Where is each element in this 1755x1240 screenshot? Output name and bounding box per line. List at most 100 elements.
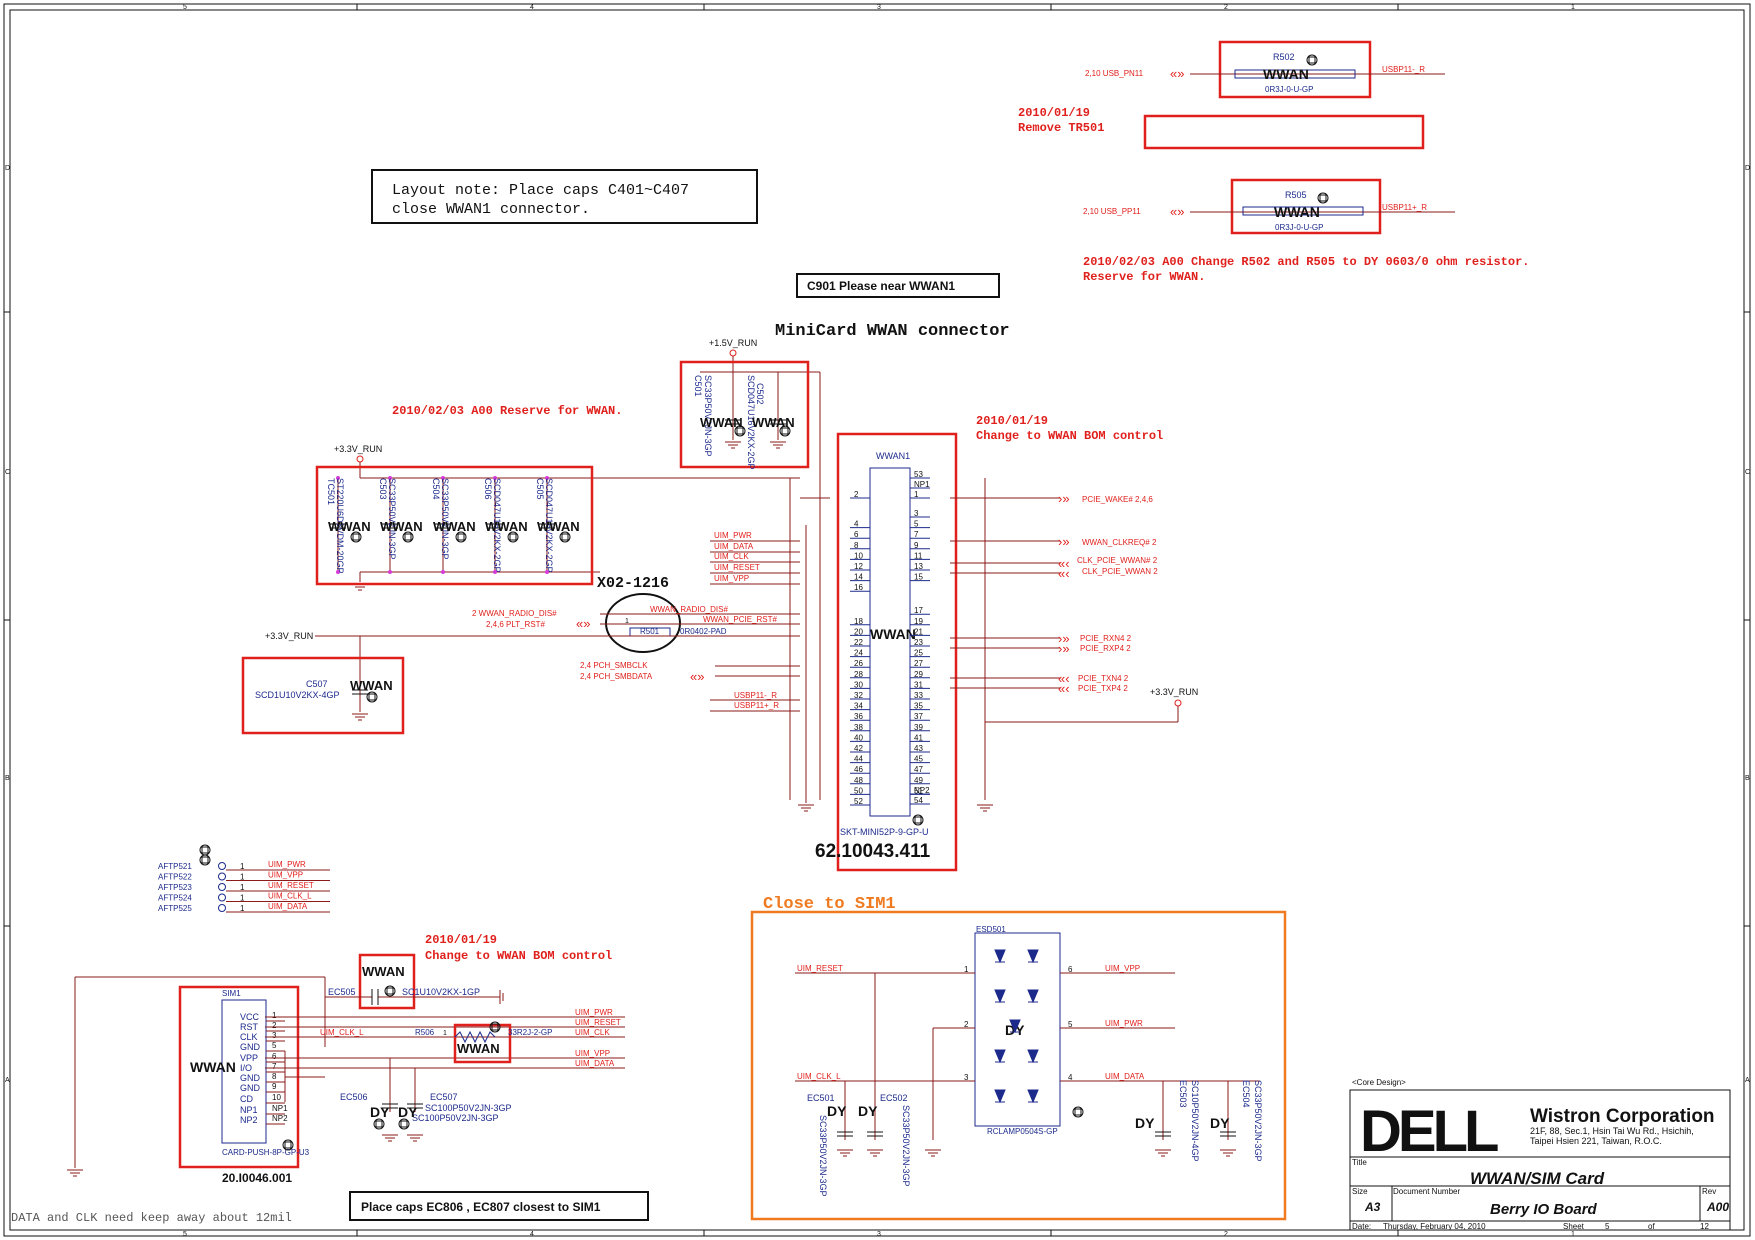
- sheet-title: WWAN/SIM Card: [1470, 1169, 1605, 1188]
- wwan1-left-pin: 46: [854, 765, 863, 774]
- r505-part: 0R3J-0-U-GP: [1275, 223, 1323, 232]
- net-usbp-n: USBP11-_R: [734, 691, 777, 700]
- layout-note: Layout note: Place caps C401~C407 close …: [371, 169, 758, 224]
- junction-dot: [493, 476, 497, 480]
- wwan1-right-pin: 29: [914, 670, 923, 679]
- c507-tag: WWAN: [350, 678, 393, 693]
- sim-pin-label: VCC: [240, 1012, 260, 1022]
- company-addr2: Taipei Hsien 221, Taiwan, R.O.C.: [1530, 1136, 1662, 1146]
- c901-note: C901 Please near WWAN1: [796, 273, 1000, 298]
- net-txp: PCIE_TXP4 2: [1078, 684, 1128, 693]
- change-note-2: Reserve for WWAN.: [1083, 270, 1205, 284]
- row-label: B: [1745, 775, 1750, 782]
- wwan1-left-pin: 18: [854, 617, 863, 626]
- testpoint-net: UIM_VPP: [268, 871, 303, 880]
- net-smbdata: 2,4 PCH_SMBDATA: [580, 672, 653, 681]
- esd-left-net: UIM_CLK_L: [797, 1072, 841, 1081]
- r502-tag: WWAN: [1263, 66, 1309, 82]
- wwan1-left-pin: 22: [854, 638, 863, 647]
- r502-arrows: «»: [1170, 66, 1184, 81]
- wwan1-left-pin: 26: [854, 659, 863, 668]
- company-name: Wistron Corporation: [1530, 1106, 1715, 1127]
- esd-right-net: UIM_PWR: [1105, 1019, 1143, 1028]
- r505-ref: R505: [1285, 190, 1307, 200]
- wwan1-right-pin: 3: [914, 509, 919, 518]
- c501-ref: C501: [693, 375, 703, 397]
- ec503-ref: EC503: [1178, 1080, 1188, 1108]
- svg-text:›»: ›»: [1058, 491, 1070, 506]
- esd-right-pin: 6: [1068, 965, 1073, 974]
- row-label: C: [5, 469, 10, 476]
- wwan1-right-pin: 53: [914, 470, 923, 479]
- sim-net-vpp: UIM_VPP: [575, 1049, 610, 1058]
- wwan1-left-pin: 30: [854, 680, 863, 689]
- testpoint-pad: [218, 904, 226, 912]
- r505-right-net: USBP11+_R: [1382, 203, 1427, 212]
- left-net-block: 2 WWAN_RADIO_DIS# 2,4,6 PLT_RST# «» WWAN…: [265, 478, 830, 812]
- esd-right-pin: 5: [1068, 1020, 1073, 1029]
- col-label: 1: [1571, 1231, 1575, 1238]
- net-uim-pwr: UIM_PWR: [714, 531, 752, 540]
- ec502-dy: DY: [858, 1103, 878, 1119]
- junction-dot: [336, 570, 340, 574]
- col-label: 5: [183, 4, 187, 11]
- sim-pin-num: 5: [272, 1041, 277, 1050]
- row-label: A: [1745, 1077, 1750, 1084]
- col-label: 5: [183, 1231, 187, 1238]
- esd-left-pin: 1: [964, 965, 969, 974]
- testpoint-pad: [218, 893, 226, 902]
- of-value: 12: [1700, 1222, 1709, 1231]
- cap-part: ST220U6D3VDM-20GP: [335, 478, 345, 574]
- esd-right-pin: 4: [1068, 1073, 1073, 1082]
- r501-ref: R501: [640, 627, 660, 636]
- testpoint-pin: 1: [240, 873, 245, 882]
- col-label: 4: [530, 1231, 534, 1238]
- svg-text:›»: ›»: [1058, 641, 1070, 656]
- c501-c502-block: +1.5V_RUN C501 SC33P50V2JN-3GP C502 SCD0…: [679, 338, 821, 800]
- sim-part: CARD-PUSH-8P-GP-U3: [222, 1148, 310, 1157]
- wwan1-right-pin: 17: [914, 606, 923, 615]
- testpoint-ref: AFTP523: [158, 883, 192, 892]
- cap-wwan-tag: WWAN: [485, 519, 528, 534]
- wwan1-right-pin: 9: [914, 541, 919, 550]
- wwan1-left-pin: 50: [854, 786, 863, 795]
- testpoint-net: UIM_RESET: [268, 881, 314, 890]
- wwan1-right-pin: 15: [914, 573, 923, 582]
- ec506-part: SC100P50V2JN-3GP: [425, 1103, 512, 1113]
- r502-block: R502 WWAN 0R3J-0-U-GP 2,10 USB_PN11 «» U…: [1085, 40, 1445, 99]
- wwan1-right-pin: 47: [914, 765, 923, 774]
- wwan1-right-pin: NP2: [914, 786, 930, 795]
- wwan1-left-pin: 40: [854, 733, 863, 742]
- wwan1-right-pin: 5: [914, 520, 919, 529]
- svg-text:«‹: «‹: [1058, 681, 1070, 696]
- sim-pin-num: 2: [272, 1021, 277, 1030]
- wwan1-right-pin: 51: [914, 786, 923, 795]
- c501-part: SC33P50V2JN-3GP: [703, 375, 713, 457]
- remove-text: Remove TR501: [1018, 121, 1104, 135]
- sheet-label: Sheet: [1563, 1222, 1585, 1231]
- svg-text:«‹: «‹: [1058, 671, 1070, 686]
- r506-tag: WWAN: [457, 1041, 500, 1056]
- frame-labels: 5 4 3 2 1 5 4 3 2 1 D C B A D C B A: [5, 4, 1750, 1238]
- ec505-ref: EC505: [328, 987, 356, 997]
- wwan1-right-pin: 49: [914, 776, 923, 785]
- wwan1-right-pin: 11: [914, 551, 923, 560]
- cap-tag-icon: [507, 531, 519, 543]
- testpoint-pad: [218, 872, 226, 881]
- data-clk-note: DATA and CLK need keep away about 12mil: [11, 1211, 292, 1225]
- net-rxn: PCIE_RXN4 2: [1080, 634, 1132, 643]
- svg-text:«‹: «‹: [1058, 556, 1070, 571]
- ec501-ref: EC501: [807, 1093, 835, 1103]
- cap-row-block: +3.3V_RUN: [315, 444, 800, 591]
- junction-dot: [441, 570, 445, 574]
- ec506-ref: EC506: [340, 1092, 368, 1102]
- cap-part: SCD047U16V2KX-2GP: [544, 478, 554, 573]
- ec507-part: SC100P50V2JN-3GP: [412, 1113, 499, 1123]
- row-label: C: [1745, 469, 1750, 476]
- bom-change-2: Change to WWAN BOM control: [425, 949, 612, 963]
- esd-part: RCLAMP0504S-GP: [987, 1127, 1058, 1136]
- remove-date: 2010/01/19: [1018, 106, 1090, 120]
- cap-part: SCD047U16V2KX-2GP: [492, 478, 502, 573]
- dell-logo: DELL: [1360, 1099, 1498, 1164]
